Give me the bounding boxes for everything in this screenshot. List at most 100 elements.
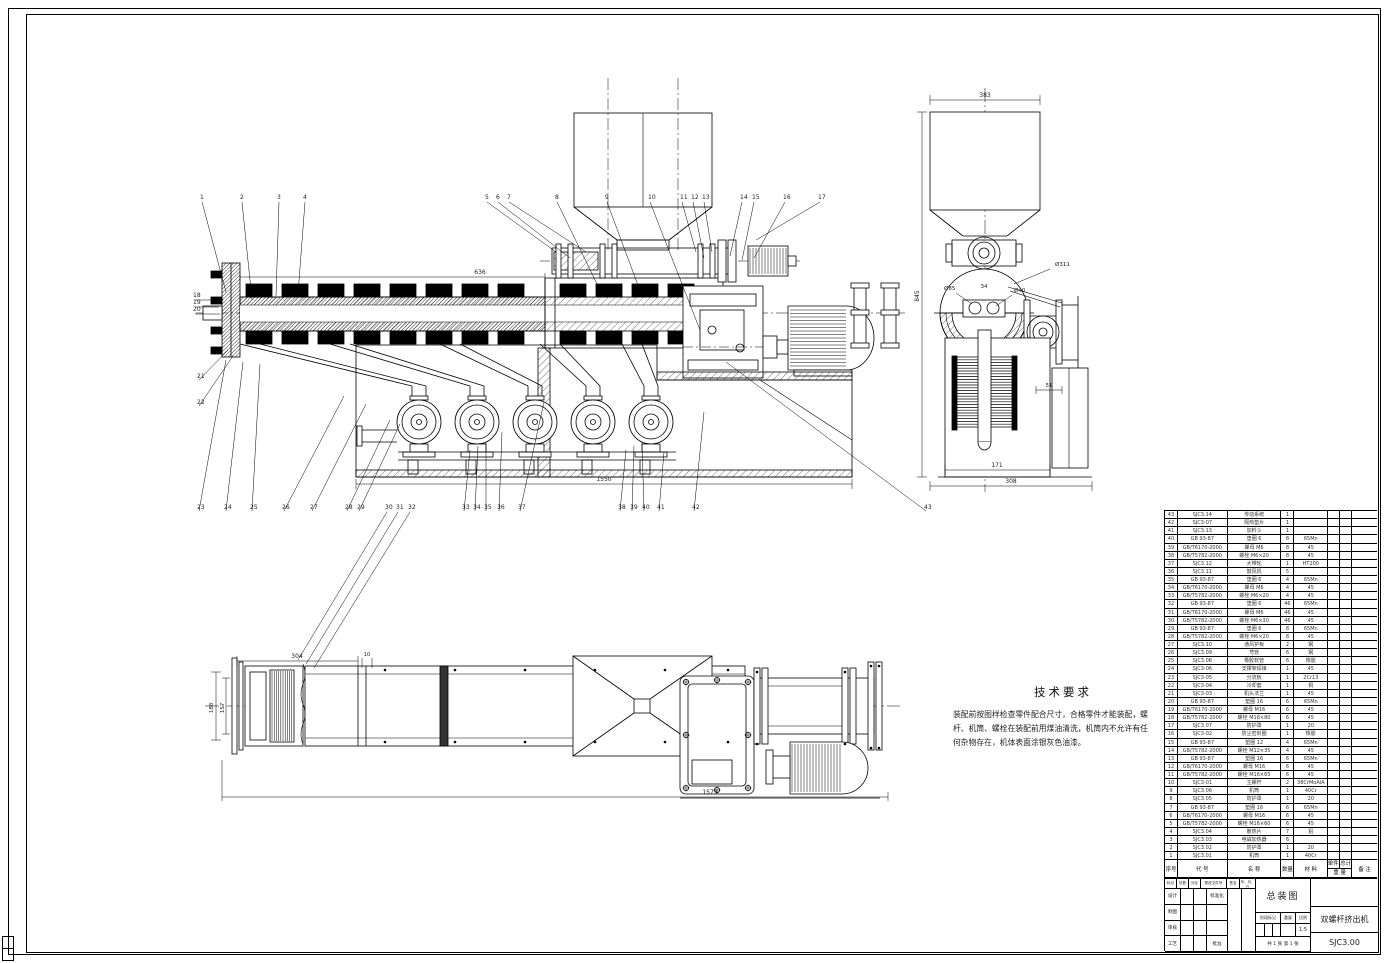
barrel-end: [934, 268, 1034, 358]
bom-cell: [1340, 762, 1353, 770]
sheet-outer-border: [8, 8, 1381, 955]
bom-cell: 65Mn: [1294, 624, 1329, 632]
bom-cell: [1352, 576, 1377, 583]
bom-cell: [1340, 608, 1353, 616]
bom-cell: [1352, 804, 1377, 811]
bom-cell: [1328, 706, 1341, 714]
bom-cell: 45: [1294, 665, 1329, 673]
bom-cell: SJC3.05: [1178, 795, 1228, 803]
feed-motor: [747, 245, 797, 277]
bom-cell: 8: [1281, 551, 1295, 559]
bom-cell: [1340, 795, 1353, 803]
bom-cell: SJC3-01: [1178, 779, 1228, 787]
balloon-label: 15: [752, 194, 760, 201]
bom-cell: [1352, 844, 1377, 851]
bom-cell: [1352, 617, 1377, 624]
bom-cell: 37: [1165, 559, 1178, 567]
bom-cell: 15: [1165, 738, 1178, 746]
bom-cell: [1340, 787, 1353, 795]
bom-cell: 钢: [1294, 649, 1329, 657]
bom-cell: [1328, 567, 1341, 575]
bom-cell: [1352, 552, 1377, 559]
bom-cell: 大带轮: [1228, 559, 1282, 567]
col-code: 代 号: [1178, 860, 1228, 878]
bom-cell: [1328, 754, 1341, 762]
tech-req-line: 杆、机筒、螺栓在装配前用煤油清洗，机筒内不允许有任: [953, 724, 1148, 733]
bom-cell: 垫圈 6: [1228, 600, 1282, 608]
bom-cell: [1328, 543, 1341, 551]
bom-cell: 45: [1294, 592, 1329, 600]
bom-cell: 橡胶软管: [1228, 657, 1282, 665]
bom-cell: 主螺杆: [1228, 779, 1282, 787]
bom-cell: 20: [1165, 697, 1178, 705]
bom-cell: SJC3.10: [1178, 641, 1228, 649]
bom-cell: [1352, 722, 1377, 729]
bom-cell: [1328, 519, 1341, 527]
bom-cell: 45: [1294, 608, 1329, 616]
bom-cell: [1352, 519, 1377, 526]
bom-cell: [1340, 836, 1353, 844]
balloon-label: 3: [277, 194, 281, 201]
bom-cell: [1294, 567, 1329, 575]
balloon-label: 39: [630, 504, 638, 511]
bom-cell: 45: [1294, 689, 1329, 697]
bom-cell: 1: [1281, 673, 1295, 681]
stand-pipes: [850, 282, 900, 349]
bom-cell: 橡胶: [1294, 657, 1329, 665]
bom-cell: GB 93-87: [1178, 803, 1228, 811]
balloon-label: 1: [200, 194, 204, 201]
bom-cell: 螺栓 M16×65: [1228, 771, 1282, 779]
bom-cell: 8: [1165, 795, 1178, 803]
bom-cell: [1352, 698, 1377, 705]
bom-cell: [1340, 535, 1353, 543]
bom-cell: [1352, 828, 1377, 835]
bom-cell: GB/T5782-2000: [1178, 771, 1228, 779]
bom-cell: [1352, 820, 1377, 827]
tb-blank: [1242, 889, 1256, 952]
bom-cell: GB 93-87: [1178, 600, 1228, 608]
bom-cell: GB/T6170-2000: [1178, 584, 1228, 592]
bom-cell: [1340, 697, 1353, 705]
bom-cell: 机头法兰: [1228, 689, 1282, 697]
bom-cell: [1328, 787, 1341, 795]
bom-cell: 45: [1294, 811, 1329, 819]
bom-cell: 32: [1165, 600, 1178, 608]
bom-cell: [1352, 649, 1377, 656]
tb-approve: 批准: [1207, 936, 1228, 952]
bom-cell: [1352, 625, 1377, 632]
bom-cell: [1340, 681, 1353, 689]
bom-cell: [1352, 641, 1377, 648]
bom-cell: [1352, 795, 1377, 802]
bom-cell: 45: [1294, 584, 1329, 592]
dim-end-top: 383: [979, 92, 991, 99]
bom-cell: 隔热垫片: [1228, 519, 1282, 527]
balloon-label: 32: [408, 504, 416, 511]
tb-product-name: 双螺杆挤出机: [1311, 907, 1378, 933]
bom-cell: 38: [1165, 551, 1178, 559]
bom-cell: 螺栓 M6×20: [1228, 551, 1282, 559]
bom-cell: GB 93-87: [1178, 535, 1228, 543]
bom-cell: [1352, 739, 1377, 746]
dim-bore-right: Ø40: [1014, 287, 1026, 294]
dim-end-body: 171: [991, 462, 1003, 469]
bom-cell: 螺栓 M12×35: [1228, 746, 1282, 754]
tb-draft: 制图: [1165, 904, 1181, 921]
tb-blank: [1256, 924, 1265, 937]
bom-cell: [1328, 657, 1341, 665]
plan-view: 304 10 1573 188 157: [205, 652, 900, 801]
bom-cell: [1340, 779, 1353, 787]
die-head-plan: [231, 657, 306, 755]
dim-inner-width: 157: [220, 702, 226, 713]
bom-cell: 螺母 M6: [1228, 543, 1282, 551]
col-qty: 数量: [1281, 860, 1295, 878]
bom-cell: 1: [1281, 852, 1295, 860]
bom-cell: [1328, 722, 1341, 730]
bom-cell: 36: [1165, 567, 1178, 575]
